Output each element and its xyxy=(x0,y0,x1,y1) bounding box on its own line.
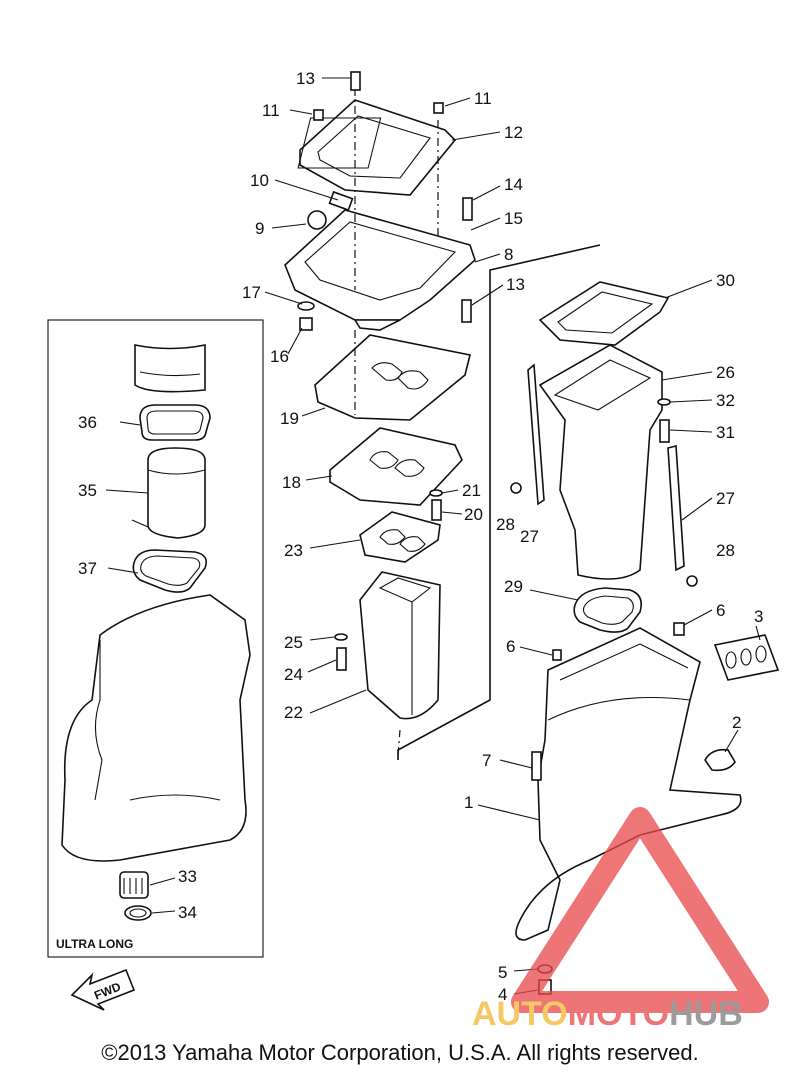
copyright-notice: ©2013 Yamaha Motor Corporation, U.S.A. A… xyxy=(101,1040,699,1065)
plate-18 xyxy=(329,427,463,506)
gasket-23 xyxy=(359,511,441,563)
gasket-29 xyxy=(573,587,643,633)
ultra-long-inset: ULTRA LONG xyxy=(47,319,264,958)
callout-label: 5 xyxy=(498,963,507,982)
upper-gasket-12 xyxy=(297,99,457,196)
callout-label: 11 xyxy=(474,89,492,108)
callout-label: 19 xyxy=(280,409,299,428)
fwd-arrow-icon: FWD xyxy=(70,968,136,1011)
gasket-19 xyxy=(314,334,471,421)
callout-label: 34 xyxy=(178,903,197,922)
seal-27 xyxy=(527,363,685,572)
callout-label: 13 xyxy=(506,275,525,294)
inset-label: ULTRA LONG xyxy=(56,937,133,951)
callout-label: 18 xyxy=(282,473,301,492)
callout-label: 14 xyxy=(504,175,523,194)
callout-label: 3 xyxy=(754,607,763,626)
callout-label: 1 xyxy=(464,793,473,812)
lower-casing-1 xyxy=(515,627,742,941)
callout-label: 4 xyxy=(498,985,507,1004)
callout-label: 30 xyxy=(716,271,735,290)
callout-label: 20 xyxy=(464,505,483,524)
callout-label: 9 xyxy=(255,219,264,238)
callout-label: 27 xyxy=(716,489,735,508)
callout-label: 32 xyxy=(716,391,735,410)
callout-label: 6 xyxy=(506,637,515,656)
callout-label: 8 xyxy=(504,245,513,264)
callout-label: 11 xyxy=(262,101,280,120)
callout-label: 31 xyxy=(716,423,735,442)
exhaust-guide-22 xyxy=(359,571,441,720)
callout-label: 29 xyxy=(504,577,523,596)
callout-label: 33 xyxy=(178,867,197,886)
callout-label: 22 xyxy=(284,703,303,722)
callout-label: 7 xyxy=(482,751,491,770)
callout-label: 6 xyxy=(716,601,725,620)
callout-label: 21 xyxy=(462,481,481,500)
callout-label: 26 xyxy=(716,363,735,382)
callout-label: 16 xyxy=(270,347,289,366)
callout-label: 25 xyxy=(284,633,303,652)
callout-label: 24 xyxy=(284,665,303,684)
callout-label: 13 xyxy=(296,69,315,88)
callout-label: 28 xyxy=(496,515,515,534)
cap-2 xyxy=(704,748,736,772)
callout-labels: 13 11 11 12 10 14 9 15 8 13 17 16 30 26 … xyxy=(78,69,763,1004)
watermark-text: AUTOMOTOHUB xyxy=(472,995,743,1033)
callout-label: 23 xyxy=(284,541,303,560)
callout-label: 28 xyxy=(716,541,735,560)
callout-label: 27 xyxy=(520,527,539,546)
callout-label: 2 xyxy=(732,713,741,732)
callout-label: 37 xyxy=(78,559,97,578)
gasket-30 xyxy=(538,281,670,346)
rubber-seal-3 xyxy=(713,634,780,681)
callout-label: 12 xyxy=(504,123,523,142)
callout-label: 36 xyxy=(78,413,97,432)
callout-label: 17 xyxy=(242,283,261,302)
upper-casing-26 xyxy=(538,344,663,580)
callout-label: 35 xyxy=(78,481,97,500)
automotohub-watermark: AUTOMOTOHUB xyxy=(472,807,769,1033)
callout-label: 10 xyxy=(250,171,269,190)
oil-pan-8 xyxy=(284,209,476,331)
callout-label: 15 xyxy=(504,209,523,228)
